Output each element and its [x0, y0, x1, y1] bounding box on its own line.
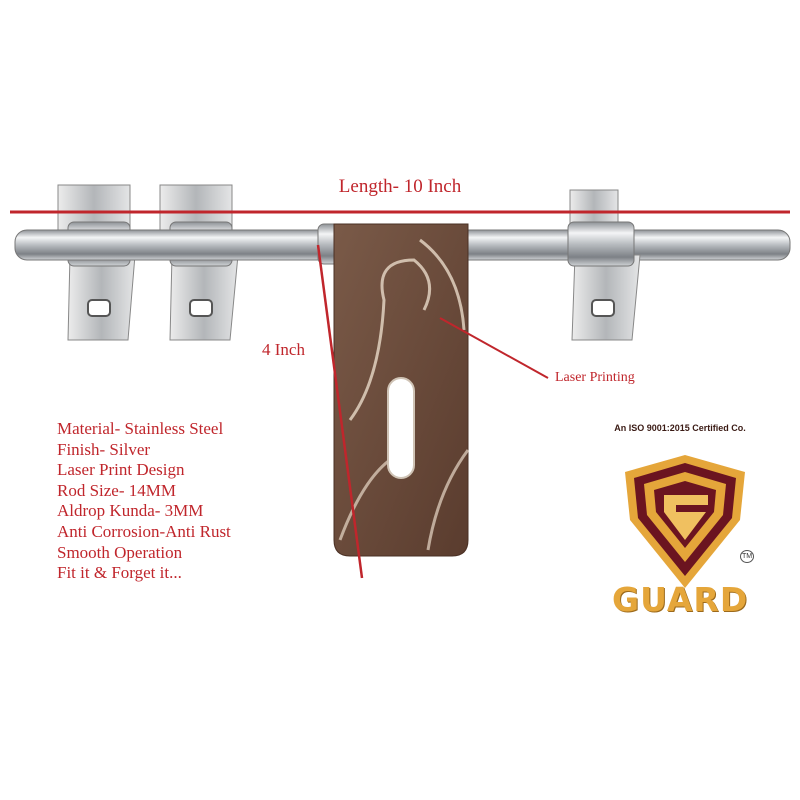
bracket-middle	[159, 184, 239, 341]
spec-item: Aldrop Kunda- 3MM	[57, 501, 204, 521]
shield-logo-icon	[625, 455, 745, 588]
spec-item: Laser Print Design	[57, 460, 185, 480]
length-annotation: Length- 10 Inch	[338, 176, 462, 197]
bracket-left	[57, 184, 136, 341]
laser-printing-annotation: Laser Printing	[555, 370, 635, 385]
height-annotation: 4 Inch	[262, 340, 305, 359]
spec-item: Fit it & Forget it...	[57, 563, 182, 583]
spec-item: Rod Size- 14MM	[57, 480, 176, 500]
spec-list: Material- Stainless Steel Finish- Silver…	[57, 419, 231, 584]
height-line	[316, 244, 364, 579]
trademark-symbol: TM	[740, 550, 755, 563]
brand-name: GUARD	[612, 580, 749, 619]
spec-item: Smooth Operation	[57, 542, 183, 562]
spec-item: Material- Stainless Steel	[57, 419, 224, 438]
hasp-plate	[317, 223, 470, 557]
bracket-right	[567, 189, 641, 341]
laser-pointer-line	[439, 317, 549, 379]
spec-item: Anti Corrosion-Anti Rust	[57, 521, 231, 541]
iso-certification: An ISO 9001:2015 Certified Co.	[614, 423, 746, 433]
spec-item: Finish- Silver	[57, 439, 151, 459]
